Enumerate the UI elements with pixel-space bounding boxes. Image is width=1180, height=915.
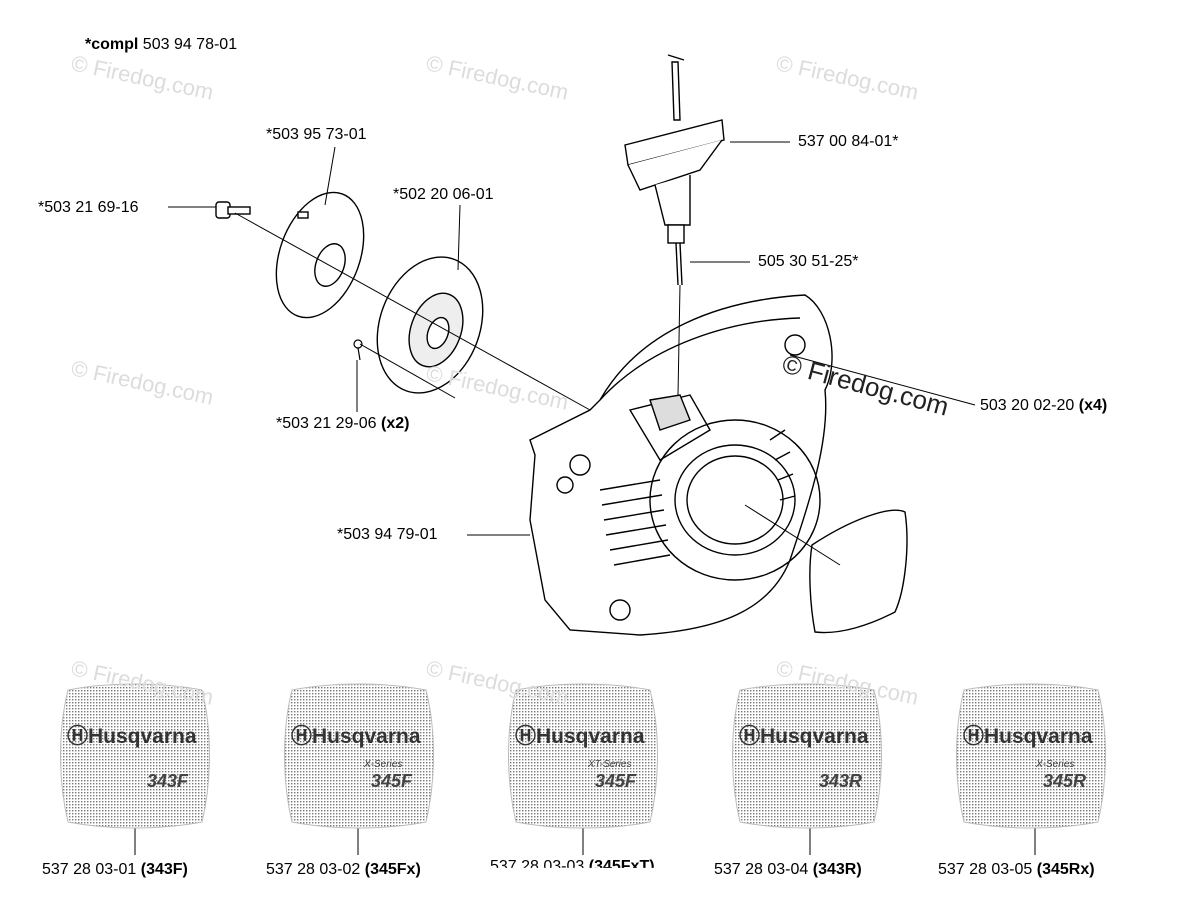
housing-decal (809, 509, 908, 634)
label-pulley: *503 95 73-01 (266, 126, 367, 143)
decal-brand: ⒽHusqvarna (67, 725, 197, 748)
label-center-screw: *503 21 69-16 (38, 199, 139, 216)
housing-screw-part: 503 20 02-20 (980, 397, 1075, 414)
recoil-spring (376, 256, 484, 394)
decal-part-label: 537 28 03-04 (343R) (714, 861, 862, 879)
decal-part-number: 537 28 03-05 (938, 861, 1037, 878)
decal-brand: ⒽHusqvarna (515, 725, 645, 748)
decal-series: X-Series (364, 759, 403, 770)
screw-axis (359, 343, 456, 399)
spring-screw-qty: (x2) (380, 415, 410, 432)
decal-variant: (345FxT) (588, 858, 655, 875)
decal-part-label: 537 28 03-05 (345Rx) (938, 861, 1095, 879)
label-spring-screw: *503 21 29-06 (x2) (276, 415, 409, 433)
housing-screw-qty: (x4) (1078, 397, 1108, 414)
compl-number: 503 94 78-01 (142, 36, 238, 53)
rope-axis (677, 284, 681, 396)
starter-handle (624, 54, 725, 286)
label-housing-screw: 503 20 02-20 (x4) (980, 397, 1107, 415)
label-handle: 537 00 84-01* (798, 133, 899, 150)
decal-model: 345F (371, 771, 413, 791)
decal-part-number: 537 28 03-02 (266, 861, 365, 878)
decal-series: XT-Series (588, 759, 632, 770)
decal-model: 343R (819, 771, 863, 791)
spring-screw (353, 339, 363, 361)
decal-model: 343F (147, 771, 189, 791)
decal-shapes (60, 683, 1106, 829)
decal-variant: (345Fx) (364, 861, 421, 878)
spring-screw-part: *503 21 29-06 (276, 415, 377, 432)
decal-brand: ⒽHusqvarna (291, 725, 421, 748)
decal-brand: ⒽHusqvarna (739, 725, 869, 748)
compl-label: *compl 503 94 78-01 (85, 36, 237, 54)
label-housing: *503 94 79-01 (337, 526, 438, 543)
starter-housing (529, 294, 833, 636)
decal-variant: (343R) (812, 861, 862, 878)
decal-model: 345R (1043, 771, 1087, 791)
decal-part-number: 537 28 03-04 (714, 861, 813, 878)
assembly-axis (234, 212, 591, 411)
decal-variant: (345Rx) (1036, 861, 1095, 878)
decal-part-label: 537 28 03-01 (343F) (42, 861, 188, 879)
center-screw (215, 201, 251, 219)
decal-part-label: 537 28 03-02 (345Fx) (266, 861, 421, 879)
label-spring: *502 20 06-01 (393, 186, 494, 203)
compl-prefix: *compl (85, 36, 139, 53)
decal-part-number: 537 28 03-03 (490, 858, 589, 875)
pulley (275, 191, 365, 319)
decal-brand: ⒽHusqvarna (963, 725, 1093, 748)
decal-part-label: 537 28 03-03 (345FxT) (490, 858, 655, 875)
decal-model: 345F (595, 771, 637, 791)
decal-variant: (343F) (140, 861, 188, 878)
decal-series: X-Series (1036, 759, 1075, 770)
label-rope: 505 30 51-25* (758, 253, 859, 270)
decal-part-number: 537 28 03-01 (42, 861, 141, 878)
